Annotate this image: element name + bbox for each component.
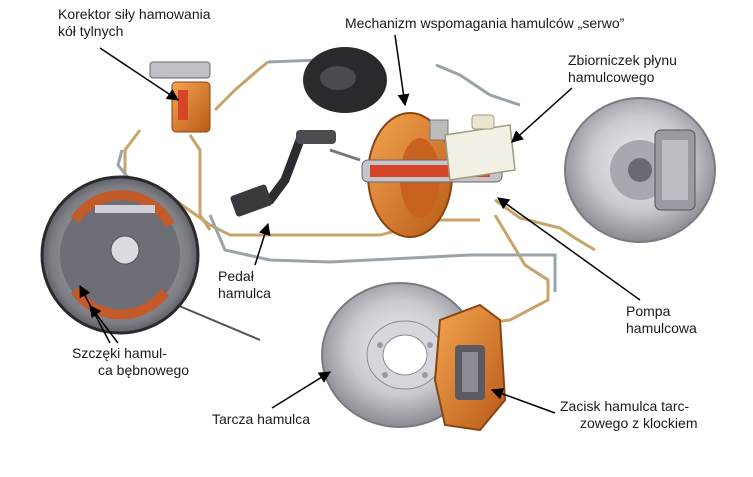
label-szczeki-line1: Szczęki hamul- [72,345,167,361]
brake-pedal [230,130,361,217]
arrow-korektor [99,47,179,101]
label-korektor-line1: Korektor siły hamowania [58,6,211,22]
servo-booster [361,112,503,238]
arrow-zacisk [490,388,556,414]
label-zbiorniczek: Zbiorniczek płynu hamulcowego [568,52,677,86]
arrow-szczeki-2 [89,305,119,344]
label-zacisk: Zacisk hamulca tarc- zowego z klockiem [560,398,698,432]
label-serwo-line1: Mechanizm wspomagania hamulców „serwo” [345,15,625,31]
arrow-serwo [394,34,410,107]
label-zbiorniczek-line2: hamulcowego [568,69,655,85]
label-zacisk-line1: Zacisk hamulca tarc- [560,398,690,414]
arrow-pedal [254,222,271,266]
brake-force-corrector [149,61,211,133]
label-szczeki: Szczęki hamul- ca bębnowego [72,345,189,379]
label-szczeki-line2: ca bębnowego [98,362,190,378]
dust-shield [303,47,387,113]
drum-brake [40,175,200,335]
arrow-pompa [497,197,641,301]
label-pedal-line1: Pedał [218,268,254,284]
label-tarcza: Tarcza hamulca [212,411,310,428]
label-serwo: Mechanizm wspomagania hamulców „serwo” [345,15,624,32]
label-zacisk-line2: zowego z klockiem [580,415,698,431]
front-caliper [433,303,507,432]
label-korektor-line2: kół tylnych [58,23,124,39]
callout-arrows [79,34,641,414]
label-pedal-line2: hamulca [218,285,271,301]
right-disc-brake [564,97,716,243]
label-pompa-line2: hamulcowa [626,320,697,336]
fluid-reservoir [444,114,516,181]
label-zbiorniczek-line1: Zbiorniczek płynu [568,52,677,68]
arrow-zbiorniczek [511,87,573,143]
label-pedal: Pedał hamulca [218,268,271,302]
handbrake-cable [164,299,261,341]
arrow-tarcza [271,371,332,409]
label-korektor: Korektor siły hamowania kół tylnych [58,6,211,40]
label-pompa: Pompa hamulcowa [626,303,697,337]
label-pompa-line1: Pompa [626,303,671,319]
label-tarcza-line1: Tarcza hamulca [212,411,311,427]
